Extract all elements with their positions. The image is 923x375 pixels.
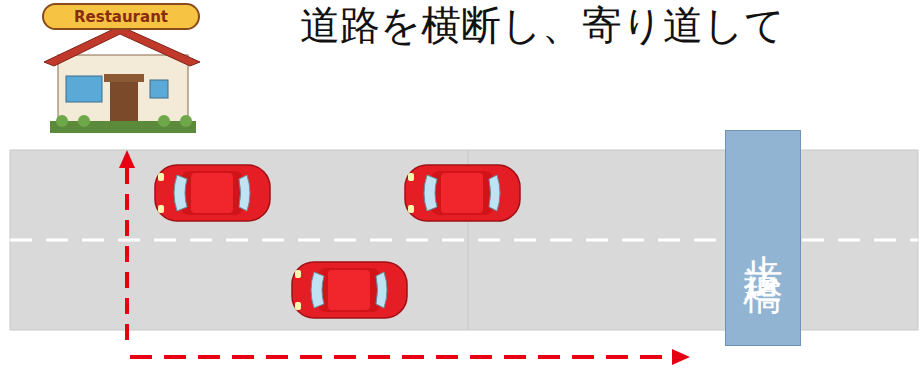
car (292, 262, 407, 318)
node-text: Restaurant (74, 8, 168, 26)
restaurant-building (44, 26, 200, 133)
node-text: 歩道橋 (743, 223, 783, 253)
car (405, 165, 520, 221)
route-arrow (119, 150, 135, 340)
footbridge-box: 歩道橋 (725, 130, 801, 346)
car (155, 165, 270, 221)
restaurant-sign: Restaurant (42, 3, 200, 30)
heading-text: 道路を横断し、寄り道して (300, 0, 785, 53)
route-arrow (130, 349, 690, 365)
